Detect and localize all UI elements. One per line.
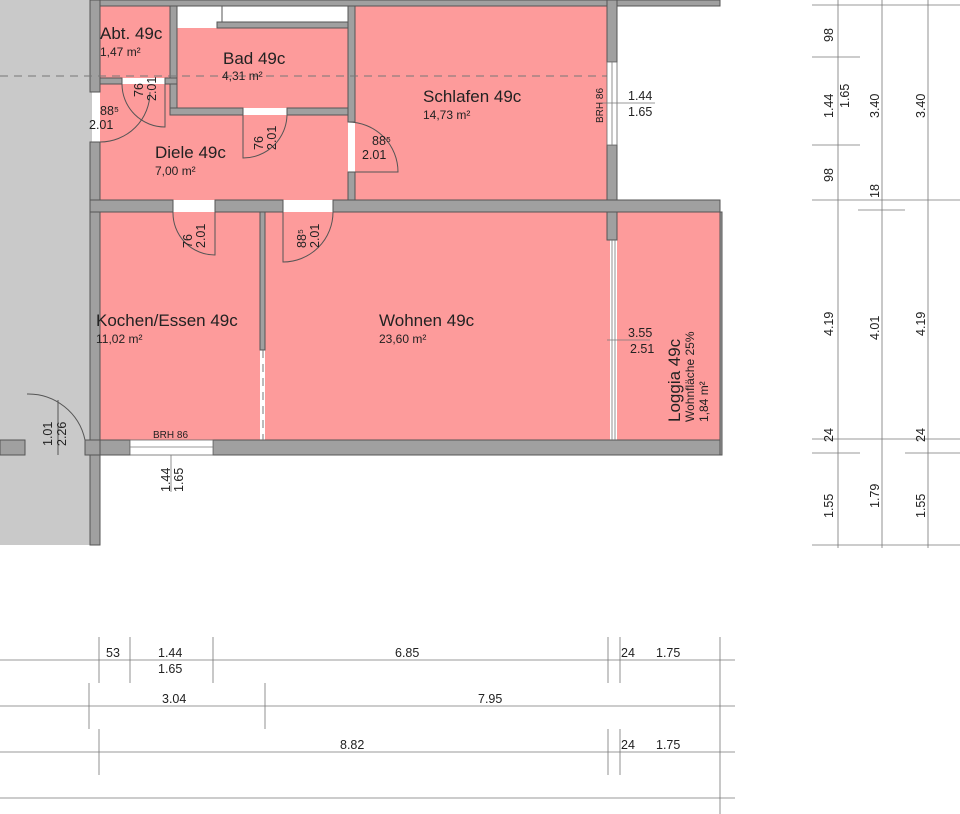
window-loggia-height: 2.51 <box>630 342 654 356</box>
room-diele <box>100 84 348 200</box>
dim-right-c1-2: 1.65 <box>838 84 852 108</box>
window-kochen-brh: BRH 86 <box>153 430 188 441</box>
room-bad-area: 4,31 m² <box>222 69 263 83</box>
room-loggia-name: Loggia 49c <box>665 338 684 422</box>
dim-bottom-r3-2: 1.75 <box>656 738 680 752</box>
door-entry-height: 2.01 <box>89 118 113 132</box>
room-loggia <box>617 212 720 440</box>
room-abt-area: 1,47 m² <box>100 45 141 59</box>
door-schlafen-height: 2.01 <box>362 148 386 162</box>
window-loggia-width: 3.55 <box>628 326 652 340</box>
room-schlafen <box>355 6 607 200</box>
dim-bottom-r2-1: 7.95 <box>478 692 502 706</box>
room-kochen-name: Kochen/Essen 49c <box>96 311 238 330</box>
room-bad <box>177 28 348 108</box>
room-diele-name: Diele 49c <box>155 143 226 162</box>
room-wohnen-area: 23,60 m² <box>379 332 426 346</box>
door-swings <box>24 83 399 455</box>
dimension-chains-bottom <box>0 637 735 814</box>
door-kochen-width: 76 <box>181 234 195 248</box>
window-kochen-width: 1.44 <box>159 468 173 492</box>
dim-bottom-r1-1: 1.44 <box>158 646 182 660</box>
rooms-fill <box>100 6 720 440</box>
door-corridor-width: 1.01 <box>41 422 55 446</box>
dim-right-c1-0: 98 <box>822 28 836 42</box>
dim-right-c1-4: 4.19 <box>822 312 836 336</box>
room-diele-area: 7,00 m² <box>155 164 196 178</box>
dim-right-c2-0: 3.40 <box>868 94 882 118</box>
dim-bottom-r3-0: 8.82 <box>340 738 364 752</box>
dim-right-c2-2: 4.01 <box>868 316 882 340</box>
room-loggia-area: 1,84 m² <box>697 381 711 422</box>
window-schlafen-height: 1.65 <box>628 105 652 119</box>
dim-right-c1-1: 1.44 <box>822 94 836 118</box>
dim-bottom-r3-1: 24 <box>621 738 635 752</box>
dim-right-c3-2: 24 <box>914 428 928 442</box>
dim-bottom-r1-3: 6.85 <box>395 646 419 660</box>
dim-bottom-r1-5: 1.75 <box>656 646 680 660</box>
dim-right-c2-3: 1.79 <box>868 484 882 508</box>
room-bad-name: Bad 49c <box>223 49 286 68</box>
door-corridor-height: 2.26 <box>55 422 69 446</box>
door-bad-height: 2.01 <box>265 126 279 150</box>
dim-right-c3-0: 3.40 <box>914 94 928 118</box>
room-wohnen-name: Wohnen 49c <box>379 311 475 330</box>
room-loggia-note: Wohnfläche 25% <box>683 331 697 422</box>
door-wohnen-width: 88⁵ <box>295 229 309 248</box>
dim-bottom-r1-0: 53 <box>106 646 120 660</box>
shaft <box>221 5 349 23</box>
dim-bottom-r1-2: 1.65 <box>158 662 182 676</box>
windows <box>129 61 618 456</box>
dimension-chains-right <box>812 0 960 548</box>
corridor-area <box>0 0 92 545</box>
dim-right-c1-6: 1.55 <box>822 494 836 518</box>
door-abt-width: 76 <box>132 83 146 97</box>
room-kochen-area: 11,02 m² <box>96 332 142 346</box>
dim-bottom-r1-4: 24 <box>621 646 635 660</box>
dim-right-c1-3: 98 <box>822 168 836 182</box>
window-kochen-height: 1.65 <box>172 468 186 492</box>
door-abt-height: 2.01 <box>145 77 159 101</box>
door-wohnen-height: 2.01 <box>308 224 322 248</box>
door-entry-width: 88⁵ <box>100 104 119 118</box>
door-kochen-height: 2.01 <box>194 224 208 248</box>
dim-right-c1-5: 24 <box>822 428 836 442</box>
walls <box>0 0 723 546</box>
room-kochen <box>100 212 260 440</box>
room-schlafen-area: 14,73 m² <box>423 108 470 122</box>
dim-bottom-r2-0: 3.04 <box>162 692 186 706</box>
room-schlafen-name: Schlafen 49c <box>423 87 522 106</box>
dim-right-c3-1: 4.19 <box>914 312 928 336</box>
room-wohnen <box>265 212 610 440</box>
dim-right-c2-1: 18 <box>868 184 882 198</box>
room-abt-name: Abt. 49c <box>100 24 163 43</box>
door-schlafen-width: 88⁵ <box>372 134 391 148</box>
window-schlafen-width: 1.44 <box>628 89 652 103</box>
dim-right-c3-3: 1.55 <box>914 494 928 518</box>
window-schlafen-brh: BRH 86 <box>595 88 606 123</box>
door-bad-width: 76 <box>252 136 266 150</box>
room-abt <box>100 6 170 78</box>
